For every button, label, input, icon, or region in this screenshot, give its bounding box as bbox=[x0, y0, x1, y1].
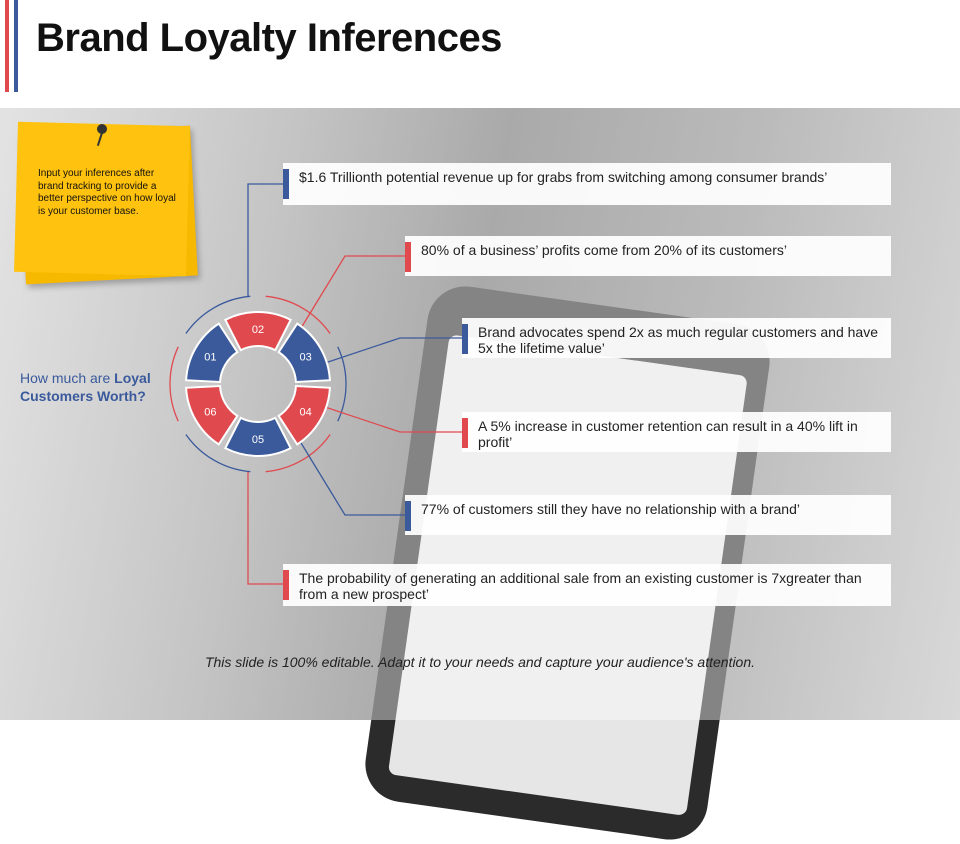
connector-lines bbox=[169, 183, 462, 585]
fact-marker bbox=[283, 169, 289, 199]
fact-box-5: 77% of customers still they have no rela… bbox=[405, 495, 891, 535]
pushpin-icon bbox=[97, 124, 107, 134]
wheel-segment-01 bbox=[185, 322, 239, 384]
wheel-outer-arc bbox=[185, 295, 251, 334]
sticky-note-text: Input your inferences after brand tracki… bbox=[38, 168, 176, 217]
wheel-segment-06 bbox=[185, 384, 239, 446]
center-question: How much are Loyal Customers Worth? bbox=[20, 369, 151, 405]
fact-marker bbox=[405, 501, 411, 531]
wheel-segment-number: 01 bbox=[204, 352, 216, 364]
connector-line bbox=[315, 337, 462, 367]
wheel-outer-arc bbox=[265, 434, 331, 473]
wheel-segment-number: 05 bbox=[252, 434, 264, 446]
fact-text: 77% of customers still they have no rela… bbox=[421, 501, 800, 517]
connector-line bbox=[247, 472, 283, 585]
slide-title: Brand Loyalty Inferences bbox=[36, 16, 502, 60]
fact-text: A 5% increase in customer retention can … bbox=[478, 418, 858, 450]
question-prefix: How much are bbox=[20, 370, 111, 386]
wheel-segment-04 bbox=[277, 384, 331, 446]
fact-text: Brand advocates spend 2x as much regular… bbox=[478, 324, 879, 356]
connector-line bbox=[315, 403, 462, 433]
connector-line bbox=[297, 255, 405, 334]
loyalty-wheel-diagram: 01 02 03 04 05 06 bbox=[169, 183, 462, 585]
wheel-outer-arc bbox=[337, 346, 347, 422]
fact-text: The probability of generating an additio… bbox=[299, 570, 862, 602]
title-accent-red-bar bbox=[5, 0, 9, 92]
wheel-outer-arc bbox=[169, 346, 179, 422]
question-bold-word: Loyal bbox=[114, 370, 151, 386]
wheel-segment-05 bbox=[223, 416, 293, 457]
wheel-segments: 01 02 03 04 05 06 bbox=[185, 311, 331, 457]
fact-text: 80% of a business’ profits come from 20%… bbox=[421, 242, 787, 258]
wheel-segment-03 bbox=[277, 322, 331, 384]
slide-footer-note: This slide is 100% editable. Adapt it to… bbox=[204, 654, 756, 670]
fact-marker bbox=[405, 242, 411, 272]
fact-marker bbox=[462, 418, 468, 448]
fact-box-1: $1.6 Trillionth potential revenue up for… bbox=[283, 163, 891, 205]
wheel-outer-arc bbox=[185, 434, 251, 473]
fact-box-4: A 5% increase in customer retention can … bbox=[462, 412, 891, 452]
fact-marker bbox=[462, 324, 468, 354]
fact-text: $1.6 Trillionth potential revenue up for… bbox=[299, 169, 828, 185]
wheel-segment-02 bbox=[223, 311, 293, 352]
question-second-line: Customers Worth? bbox=[20, 388, 146, 404]
wheel-outer-arc bbox=[265, 295, 331, 334]
connector-line bbox=[297, 437, 405, 516]
fact-marker bbox=[283, 570, 289, 600]
wheel-segment-number: 02 bbox=[252, 324, 264, 336]
fact-box-6: The probability of generating an additio… bbox=[283, 564, 891, 606]
connector-line bbox=[247, 183, 283, 296]
title-accent-blue-bar bbox=[14, 0, 18, 92]
wheel-segment-number: 06 bbox=[204, 407, 216, 419]
wheel-segment-number: 03 bbox=[300, 352, 312, 364]
fact-box-2: 80% of a business’ profits come from 20%… bbox=[405, 236, 891, 276]
fact-box-3: Brand advocates spend 2x as much regular… bbox=[462, 318, 891, 358]
wheel-segment-number: 04 bbox=[300, 407, 312, 419]
